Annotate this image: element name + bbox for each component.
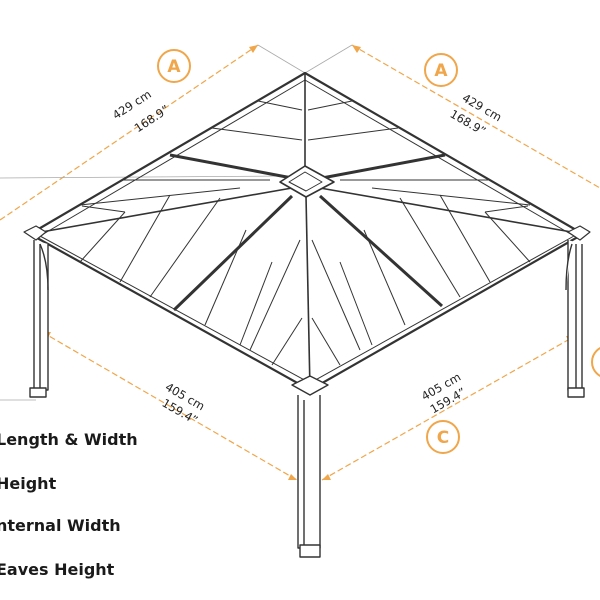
roof-extension-line — [257, 44, 306, 74]
extension-lines — [0, 44, 353, 401]
marker-a-left — [157, 49, 191, 83]
panel-line — [439, 194, 491, 283]
arrowhead — [322, 474, 331, 480]
marker-c-label: C — [437, 428, 449, 448]
left-corner-bracket — [23, 225, 47, 241]
roof-right-dimension-line — [351, 44, 600, 189]
roof-left-dimension-line — [0, 44, 259, 221]
rafter — [172, 194, 294, 312]
rafter — [318, 194, 444, 308]
right-post-brace — [565, 243, 573, 291]
right-corner-bracket — [567, 225, 591, 241]
panel-line — [484, 205, 529, 213]
roof-hip-right — [319, 187, 584, 235]
marker-a-right-label: A — [434, 61, 448, 81]
legend-internal-width: nternal Width — [0, 516, 121, 535]
front-post-foot — [299, 544, 321, 558]
markers: A A C — [157, 49, 600, 454]
marker-partial-right — [591, 347, 600, 377]
rafter — [169, 153, 293, 180]
marker-c — [426, 420, 460, 454]
legend-length-width: Length & Width — [0, 430, 138, 449]
panel-line — [119, 194, 171, 283]
panel-line — [249, 239, 301, 351]
panel-line — [399, 197, 461, 298]
legend-height: Height — [0, 474, 57, 493]
roof-peak-inner — [288, 171, 323, 192]
front-post-bracket — [291, 375, 329, 396]
roof-hip-front — [305, 195, 311, 391]
panel-line — [363, 229, 406, 326]
roof-peak-cap — [279, 165, 335, 198]
roof-extension-line — [304, 44, 353, 74]
legend-eaves-height: Eaves Height — [0, 560, 115, 579]
panel-line — [211, 127, 303, 141]
panel-line — [371, 187, 531, 206]
panel-line — [239, 261, 273, 346]
dimension-lines — [0, 44, 600, 481]
panel-line — [204, 229, 247, 326]
panel-line — [311, 239, 361, 351]
panel-line — [339, 261, 373, 346]
panel-line — [257, 100, 303, 111]
arrowhead — [352, 45, 361, 53]
eaves-extension-line — [0, 175, 293, 179]
panel-line — [307, 127, 399, 141]
panel-line — [271, 317, 303, 366]
rafter — [321, 153, 446, 180]
gazebo-frame — [23, 71, 591, 558]
arrowhead — [288, 474, 297, 480]
marker-a-right — [424, 53, 458, 87]
left-post-brace — [39, 243, 49, 291]
panel-line — [79, 187, 241, 206]
right-post — [567, 240, 583, 391]
floor-left-dimension-line — [41, 331, 298, 481]
floor-right-dimension-line — [321, 335, 576, 481]
panel-line — [484, 211, 531, 263]
panel-line — [311, 317, 341, 366]
panel-line — [149, 197, 221, 298]
arrowhead — [249, 45, 258, 53]
right-post-foot — [567, 387, 585, 398]
left-post-foot — [29, 387, 47, 398]
panel-line — [81, 205, 126, 213]
panel-line — [307, 100, 353, 111]
panel-line — [79, 211, 126, 263]
front-post — [297, 395, 321, 549]
marker-a-left-label: A — [167, 57, 181, 77]
